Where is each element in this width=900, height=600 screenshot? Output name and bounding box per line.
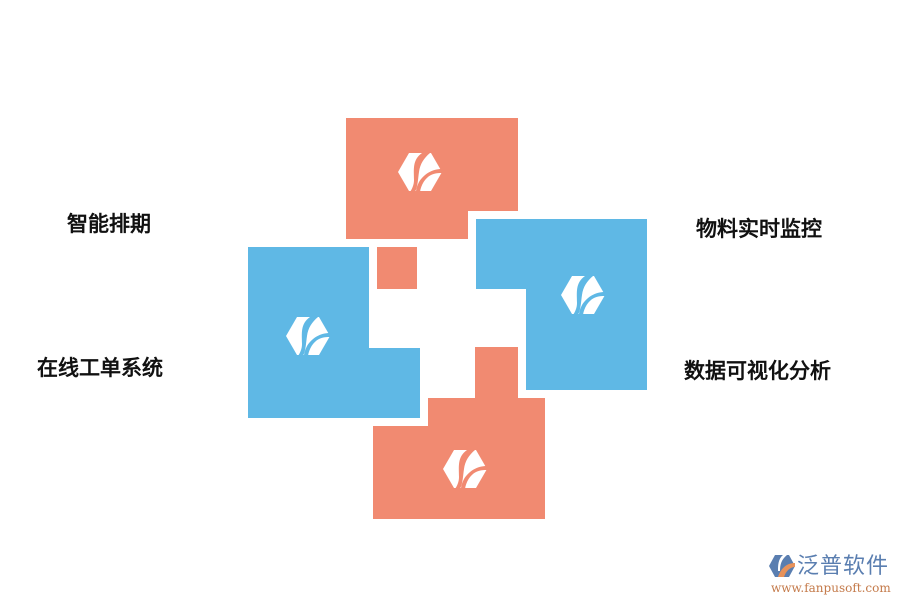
fanpu-logo-icon (398, 153, 442, 192)
fanpu-logo-icon (286, 317, 330, 356)
watermark-brand: 泛普软件 (797, 554, 890, 579)
fanpu-logo-icon (561, 276, 605, 315)
small-salmon-square (377, 247, 417, 289)
watermark-url: www.fanpusoft.com (771, 581, 891, 595)
fanpu-logo-icon (443, 450, 487, 489)
label-smart-scheduling: 智能排期 (67, 212, 151, 236)
label-online-work-order: 在线工单系统 (37, 356, 163, 380)
fanpu-brand-logo-icon (769, 555, 795, 577)
label-material-monitoring: 物料实时监控 (696, 217, 822, 241)
label-data-visualization: 数据可视化分析 (684, 359, 831, 383)
